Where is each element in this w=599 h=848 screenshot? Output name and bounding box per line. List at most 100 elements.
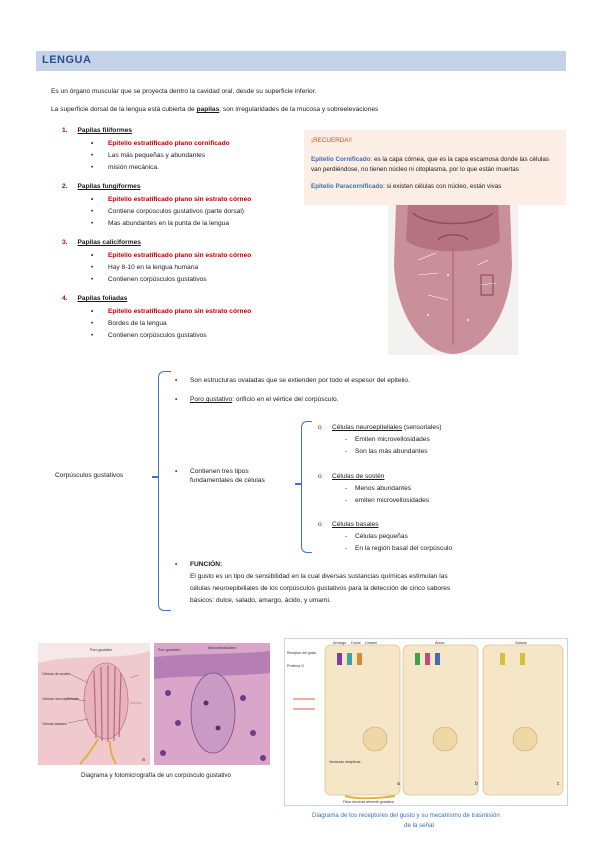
- figure-caption-1: Diagrama y fotomicrografía de un corpúsc…: [81, 772, 231, 779]
- corpusculos-point-3: • Contienen tres tipos: [175, 467, 249, 476]
- papila-title: Papilas filiformes: [77, 127, 133, 134]
- corpusculos-point-3b: fundamentales de células: [190, 477, 265, 484]
- recuerda-def-1: Epitelio Cornificado: es la capa córnea,…: [311, 155, 549, 164]
- fig2-label-acido: Ácido: [435, 641, 445, 645]
- bullet: •: [91, 308, 94, 315]
- fig2-label-fibra: Fibra nerviosa aferente gustativa: [343, 800, 394, 804]
- cell-type-heading: o Células de sostén: [318, 472, 385, 481]
- papila-item: • Contienen corpúsculos gustativos: [91, 331, 207, 340]
- cell-type-item-text: Son las más abundantes: [355, 448, 428, 455]
- term-cornificado: Epitelio Cornificado: [311, 156, 371, 163]
- papila-item: •Epitelio estratificado plano sin estrat…: [91, 251, 252, 260]
- recuerda-callout: ¡RECUERDA!! Epitelio Cornificado: es la …: [304, 130, 566, 205]
- fig2-label-receptor: Receptor del gusto: [287, 651, 316, 655]
- point-3-text-a: Contienen tres tipos: [190, 468, 249, 475]
- papila-item-text: Epitelio estratificado plano sin estrato…: [108, 308, 252, 315]
- main-brace-tip: [152, 476, 158, 478]
- circle-bullet: o: [318, 521, 322, 528]
- cell-type-item-text: Menos abundantes: [355, 485, 412, 492]
- papila-title: Papilas fungiformes: [77, 183, 141, 190]
- papila-item-text: Contienen corpúsculos gustativos: [108, 332, 207, 339]
- intro-text-end: : son irregularidades de la mucosa y sob…: [219, 106, 379, 113]
- cell-type-suffix: (sensoriales): [402, 424, 442, 431]
- cell-type-item-text: emiten microvellosidades: [355, 497, 430, 504]
- taste-bud-figure: Células de sostén Células neuroepitelial…: [38, 643, 270, 765]
- papila-item-text: Hay 8-10 en la lengua humana: [108, 264, 199, 271]
- cell-type-item: -Menos abundantes: [345, 484, 412, 493]
- point-2-text: : orificio en el vértice del corpúsculo.: [232, 396, 339, 403]
- bullet: •: [91, 140, 94, 147]
- fig1-panel-a: a: [142, 757, 145, 763]
- papila-number: 2.: [62, 183, 68, 190]
- corpusculos-point-2: • Poro gustativo: orificio en el vértice …: [175, 395, 339, 404]
- cell-type-title: Células basales: [332, 521, 379, 528]
- fig2-label-dulce: Dulce: [351, 641, 361, 645]
- papila-heading: 3.Papilas caliciformes: [62, 238, 141, 247]
- receptors-figure: Amargo Dulce Umami Ácido Salado Receptor…: [284, 638, 568, 806]
- fig1-label-basales: Células basales: [42, 722, 67, 726]
- page-title: LENGUA: [42, 54, 92, 66]
- main-brace: [158, 371, 171, 611]
- cell-type-item: -Emiten microvellosidades: [345, 435, 430, 444]
- dash-bullet: -: [345, 448, 348, 455]
- bullet-2: •: [175, 396, 178, 403]
- papila-item: •misión mecánica.: [91, 163, 159, 172]
- intro-line-1: Es un órgano muscular que se proyecta de…: [51, 88, 317, 95]
- corpusculos-point-1: •Son estructuras ovaladas que se extiend…: [175, 376, 410, 385]
- bullet-3: •: [175, 468, 178, 475]
- cells-brace: [301, 421, 312, 553]
- bullet: •: [91, 276, 94, 283]
- papila-item-text: Epitelio estratificado plano sin estrato…: [108, 252, 252, 259]
- poro-gustativo-term: Poro gustativo: [190, 396, 233, 403]
- funcion-heading: FUNCIÓN:: [190, 561, 223, 568]
- fig2-panel-a: a: [397, 781, 400, 787]
- fig1-label-sosten: Células de sostén: [42, 672, 70, 676]
- cell-type-heading: o Células neuroepiteliales (sensoriales): [318, 423, 442, 432]
- cell-type-title: Células neuroepiteliales: [332, 424, 403, 431]
- fig2-label-vesiculas: Vesículas sinápticas: [329, 760, 361, 764]
- papila-heading: 4.Papilas foliadas: [62, 294, 127, 303]
- funcion-line-3: básicos: dulce, salado, amargo, ácido, y…: [190, 597, 331, 604]
- recuerda-def-1b: van perdiéndose, no tienen núcleo ni cit…: [311, 166, 519, 173]
- recuerda-heading: ¡RECUERDA!!: [311, 137, 352, 144]
- papila-item-text: Mas abundantes en la punta de la lengua: [108, 220, 229, 227]
- corpusculos-label: Corpúsculos gustativos: [55, 472, 124, 479]
- funcion-title: • FUNCIÓN:: [175, 560, 223, 569]
- bullet: •: [91, 208, 94, 215]
- dash-bullet: -: [345, 497, 348, 504]
- papila-item-text: Epitelio estratificado plano cornificado: [108, 140, 230, 147]
- fig1-micro-vellos: Microvellosidades: [208, 646, 236, 650]
- papila-item: •Epitelio estratificado plano sin estrat…: [91, 195, 252, 204]
- figure-caption-2a: Diagrama de los receptores del gusto y s…: [312, 812, 500, 819]
- bullet-1: •: [175, 377, 178, 384]
- papila-heading: 2. Papilas fungiformes: [62, 182, 141, 191]
- papila-heading: 1. Papilas filiformes: [62, 126, 132, 135]
- papila-item: •Contienen corpúsculos gustativos: [91, 275, 207, 284]
- dash-bullet: -: [345, 533, 348, 540]
- papila-number: 1.: [62, 127, 68, 134]
- dash-bullet: -: [345, 485, 348, 492]
- circle-bullet: o: [318, 424, 322, 431]
- funcion-line-1: El gusto es un tipo de sensibilidad en l…: [190, 573, 448, 580]
- papila-item: •Contiene corpúsculos gustativos (parte …: [91, 207, 244, 216]
- bullet: •: [91, 332, 94, 339]
- papilas-term: papilas: [196, 106, 220, 113]
- dash-bullet: -: [345, 545, 348, 552]
- intro-text: La superficie dorsal de la lengua está c…: [51, 106, 197, 113]
- papila-item-text: Bordes de la lengua: [108, 320, 167, 327]
- figure-caption-2b: de la señal: [404, 822, 434, 829]
- title-banner: LENGUA: [36, 51, 566, 71]
- dash-bullet: -: [345, 436, 348, 443]
- tongue-image: [388, 205, 518, 355]
- cell-type-title: Células de sostén: [332, 473, 385, 480]
- bullet: •: [91, 220, 94, 227]
- papila-item: •Bordes de la lengua: [91, 319, 167, 328]
- circle-bullet: o: [318, 473, 322, 480]
- intro-line-2: La superficie dorsal de la lengua está c…: [51, 105, 378, 114]
- bullet-4: •: [175, 561, 178, 568]
- fig2-panel-b: b: [475, 781, 478, 787]
- def-paracornificado: : si existen células con núcleo, están v…: [383, 183, 502, 190]
- def-cornificado: : es la capa córnea, que es la capa esca…: [370, 156, 550, 163]
- recuerda-def-2: Epitelio Paracornificado: si existen cél…: [311, 182, 501, 191]
- papila-item-text: Epitelio estratificado plano sin estrato…: [108, 196, 252, 203]
